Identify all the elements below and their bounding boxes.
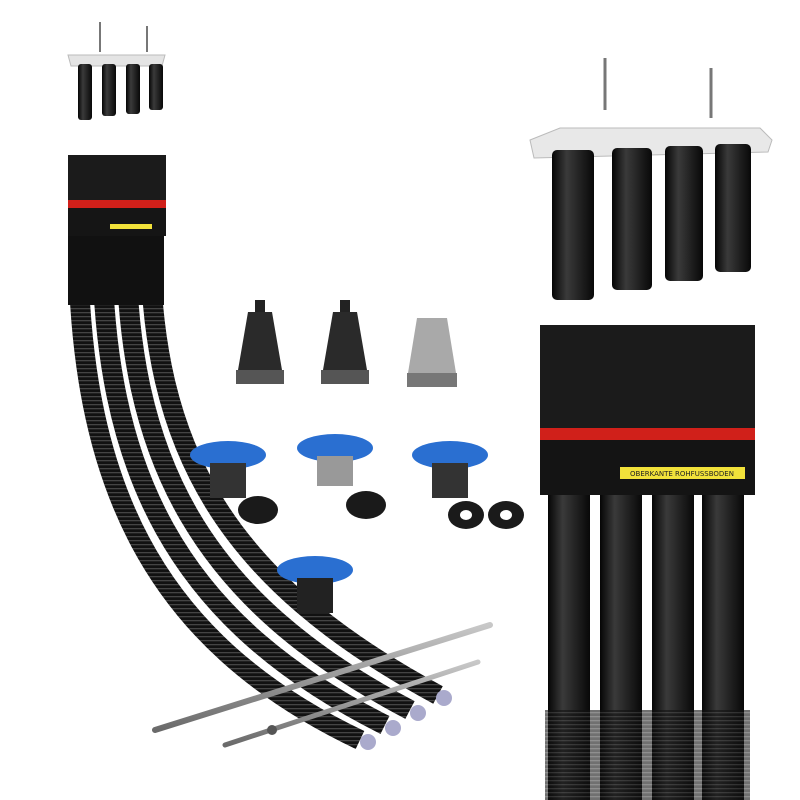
installation-rods [152, 622, 493, 748]
drain-fittings [236, 300, 457, 387]
box-label: OBERKANTE ROHFUSSBODEN [630, 470, 734, 478]
right-pipe-bundle: OBERKANTE ROHFUSSBODEN [540, 325, 755, 800]
small-pipe-template [67, 22, 166, 120]
rubber-rings [238, 491, 524, 529]
blue-flanges [190, 434, 488, 613]
large-pipe-template [529, 58, 773, 300]
